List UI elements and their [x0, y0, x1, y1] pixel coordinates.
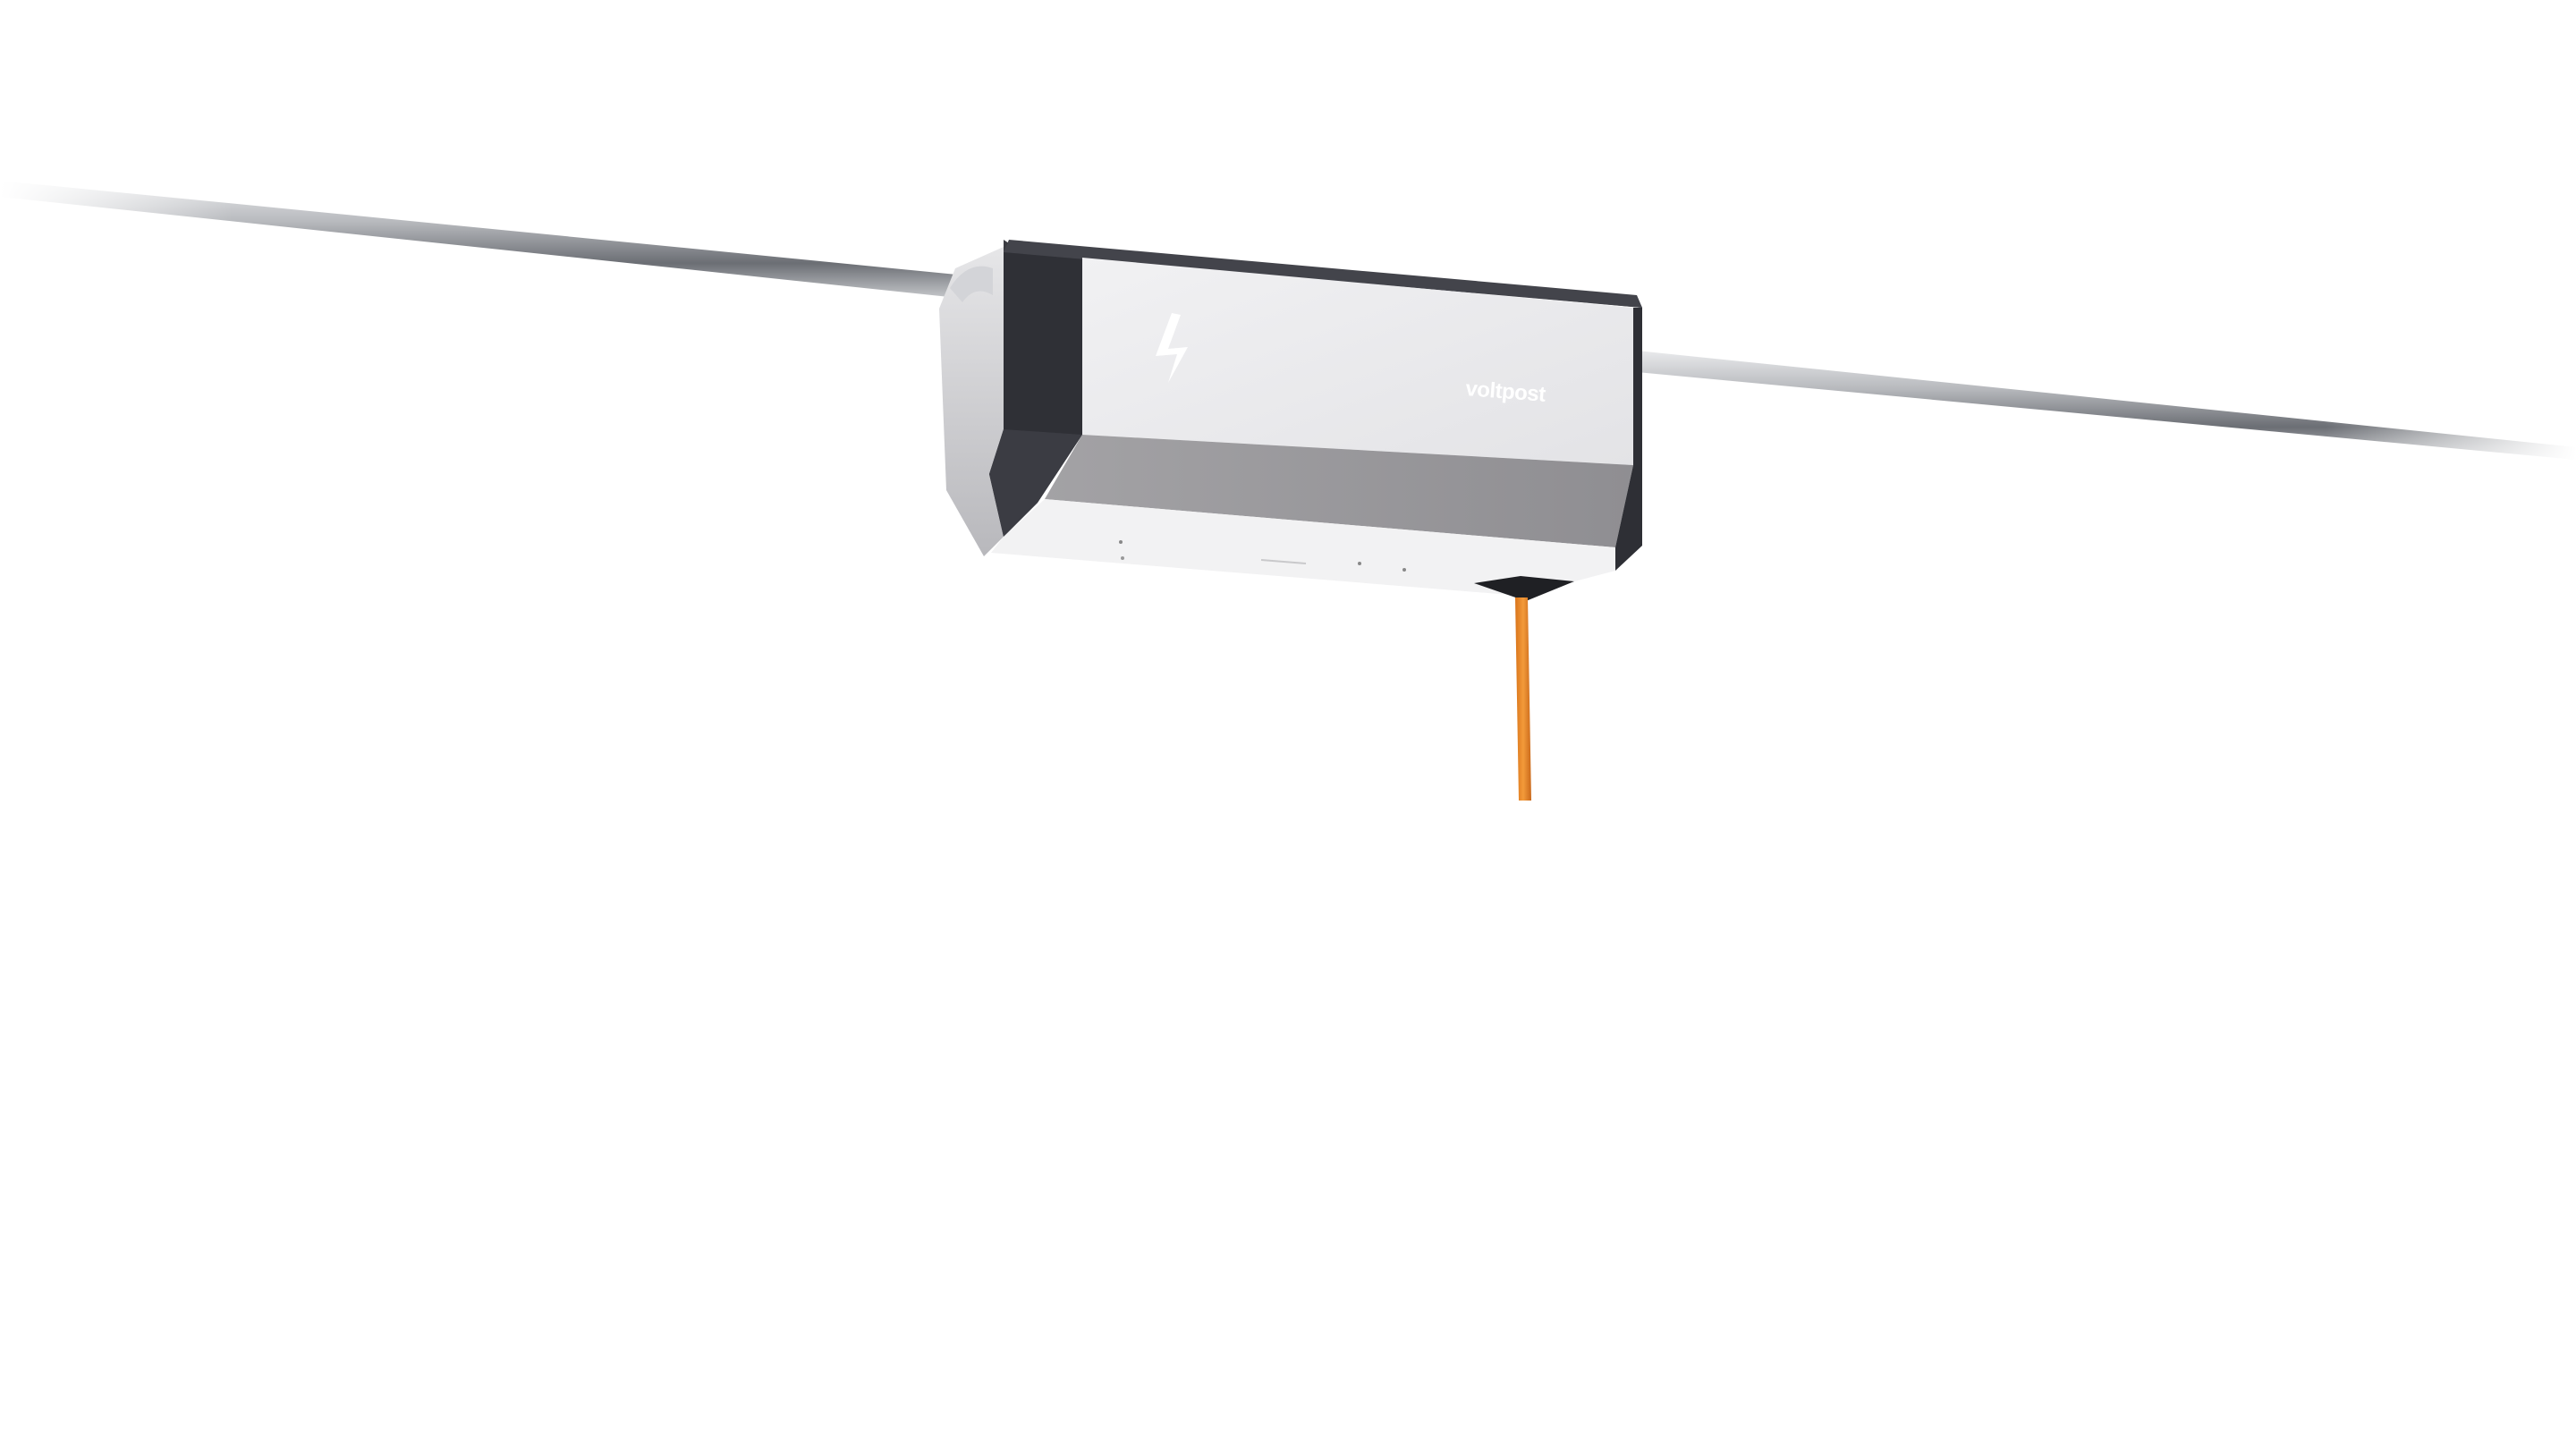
underside-vents	[1119, 540, 1406, 572]
support-rod-left	[0, 174, 966, 299]
lightning-bolt-icon	[1156, 313, 1188, 383]
support-rod-right	[1637, 351, 2576, 467]
charger-housing	[939, 240, 1642, 601]
charging-cable	[1515, 597, 1531, 801]
cable-exit-port	[1474, 576, 1574, 601]
rod-clamp	[950, 266, 993, 302]
